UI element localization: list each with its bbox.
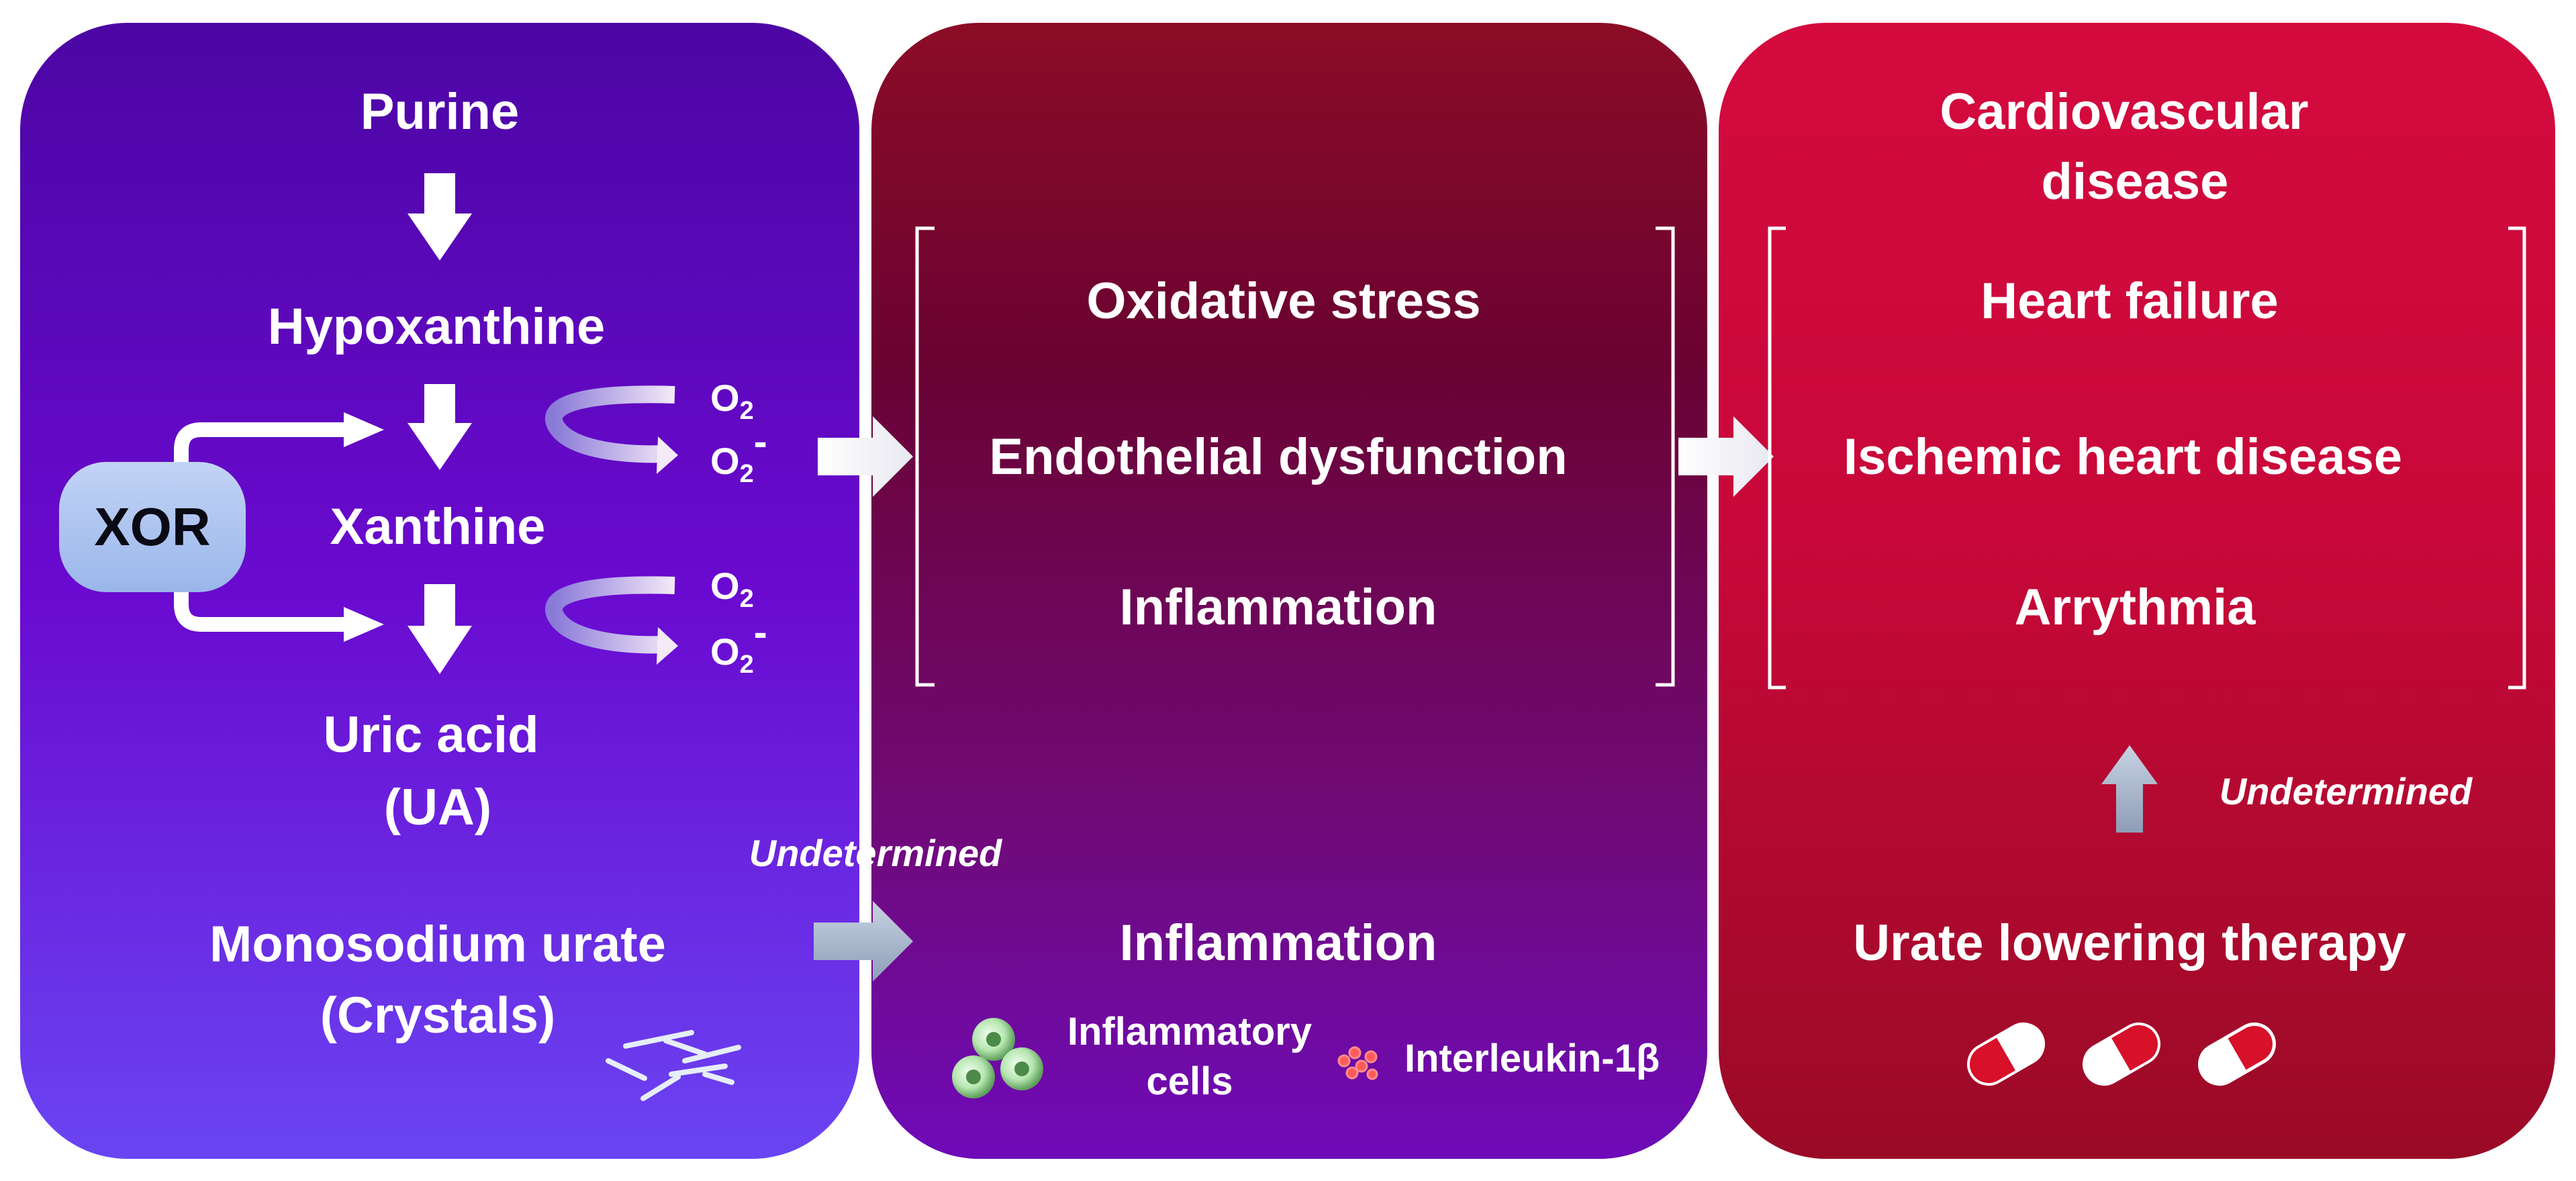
- o2-label-top: O2: [710, 377, 754, 425]
- cell-icon: [952, 1018, 1043, 1098]
- pill-icon: [1967, 1023, 2045, 1086]
- xor-arrow-top-icon: [174, 412, 384, 483]
- circular-arrow-icon: [545, 576, 678, 665]
- down-arrow-icon: [408, 584, 472, 674]
- arrythmia-label: Arrythmia: [2015, 579, 2256, 636]
- o2-label-bottom: O2: [710, 565, 754, 613]
- inflammation-bottom-label: Inflammation: [1120, 914, 1437, 972]
- superoxide-label-bottom: O2-: [710, 610, 767, 679]
- xor-arrow-bottom-icon: [174, 577, 384, 642]
- molecule-icon: [1337, 1046, 1378, 1080]
- hypoxanthine-label: Hypoxanthine: [268, 298, 606, 355]
- bracket-left: [1768, 226, 1786, 690]
- inflammation-label: Inflammation: [1120, 579, 1437, 636]
- inflammatory-cells-label: Inflammatory: [1067, 1010, 1312, 1053]
- xor-label: XOR: [94, 497, 210, 557]
- interleukin-label: Interleukin-1β: [1404, 1037, 1660, 1080]
- panel-right: [1719, 23, 2555, 1159]
- panel-middle: [871, 23, 1707, 1159]
- xanthine-label: Xanthine: [330, 498, 546, 555]
- ischemic-heart-disease-label: Ischemic heart disease: [1844, 428, 2402, 485]
- heart-failure-label: Heart failure: [1981, 273, 2279, 330]
- superoxide-label-top: O2-: [710, 419, 767, 488]
- urate-therapy-label: Urate lowering therapy: [1853, 914, 2406, 972]
- bracket-left: [915, 226, 935, 687]
- cvd-title-line1: Cardiovascular: [1940, 83, 2308, 140]
- purine-label: Purine: [361, 83, 520, 140]
- up-arrow-icon: [2101, 745, 2158, 833]
- pill-icon: [2083, 1023, 2160, 1086]
- undetermined-label-middle: Undetermined: [749, 832, 1003, 874]
- crystal-icon: [606, 1030, 741, 1101]
- circular-arrow-icon: [545, 385, 678, 474]
- right-arrow-icon: [814, 901, 913, 982]
- endothelial-dysfunction-label: Endothelial dysfunction: [989, 428, 1567, 485]
- uric-acid-label: Uric acid: [323, 706, 538, 763]
- msu-label: Monosodium urate: [209, 916, 666, 973]
- cvd-title-line2: disease: [2042, 153, 2229, 210]
- uric-acid-abbr: (UA): [384, 779, 491, 836]
- right-arrow-icon: [818, 416, 913, 497]
- undetermined-label-right: Undetermined: [2220, 770, 2473, 812]
- msu-crystals-label: (Crystals): [320, 987, 556, 1044]
- down-arrow-icon: [408, 384, 472, 470]
- down-arrow-icon: [408, 173, 472, 261]
- bracket-right: [1656, 226, 1675, 687]
- xor-box: [59, 462, 246, 592]
- pill-icon: [2198, 1023, 2276, 1086]
- bracket-right: [2508, 226, 2526, 690]
- oxidative-stress-label: Oxidative stress: [1086, 273, 1480, 330]
- inflammatory-cells-label-2: cells: [1147, 1059, 1233, 1103]
- right-arrow-icon: [1678, 416, 1774, 497]
